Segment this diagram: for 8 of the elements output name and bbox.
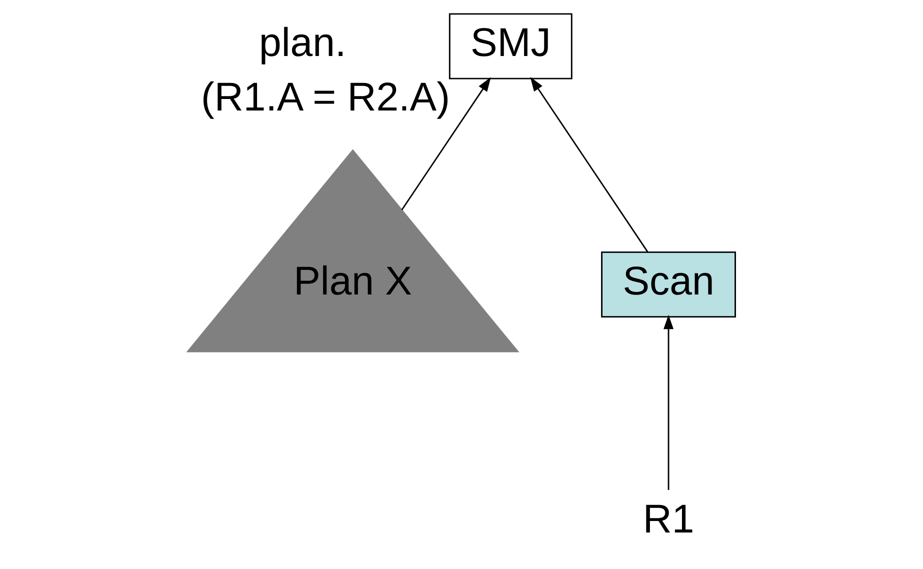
arrow — [664, 314, 674, 490]
node-box: Scan — [601, 252, 736, 318]
node-box: SMJ — [448, 13, 572, 80]
node-label: (R1.A = R2.A) — [201, 74, 450, 120]
label: plan. — [258, 20, 346, 66]
arrow — [401, 77, 491, 210]
node-text: R1 — [642, 496, 694, 542]
arrow — [530, 76, 648, 252]
